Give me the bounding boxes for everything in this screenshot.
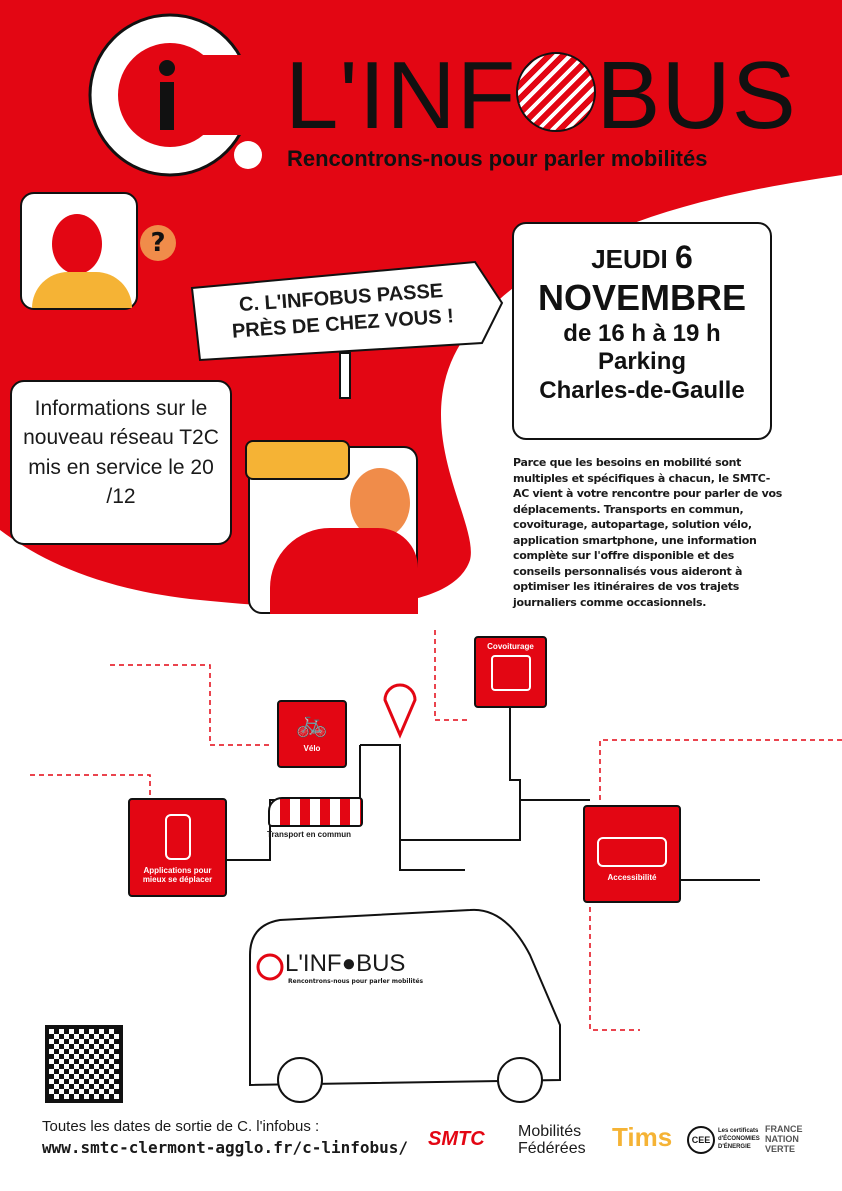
event-day: JEUDI [591,244,668,274]
covoiturage-label: Covoiturage [487,642,534,651]
event-place-2: Charles-de-Gaulle [539,377,745,405]
subtitle: Rencontrons-nous pour parler mobilités [287,146,708,171]
applications-label: Applications pour mieux se déplacer [142,866,213,884]
accessibilite-label: Accessibilité [607,873,657,882]
footer-text: Toutes les dates de sortie de C. l'infob… [42,1118,320,1135]
service-accessibilite: Accessibilité [583,805,681,903]
service-applications: Applications pour mieux se déplacer [128,798,227,897]
event-month: NOVEMBRE [537,277,747,319]
transport-label: Transport en commun [267,830,352,839]
service-velo: 🚲 Vélo [277,700,347,768]
mobilites-text: Mobilités [518,1123,582,1140]
sign-arrow [190,260,504,399]
qr-code[interactable] [45,1025,123,1103]
event-place-1: Parking [597,348,687,376]
france-nation-verte-logo: FRANCE NATION VERTE [765,1124,803,1154]
event-date-box: JEUDI 6 NOVEMBRE de 16 h à 19 h Parking … [512,222,772,440]
velo-label: Vélo [303,744,321,753]
tims-logo: Tims [612,1122,673,1152]
speech-bubble-o-icon [516,52,597,132]
footer-url[interactable]: www.smtc-clermont-agglo.fr/c-linfobus/ [42,1138,409,1157]
speech-bubble-icon [245,440,350,480]
smtc-logo: SMTC [428,1128,485,1150]
info-box: Informations sur le nouveau réseau T2C m… [10,380,232,545]
van-logo-subtitle: Rencontrons-nous pour parler mobilités [288,978,424,985]
service-covoiturage: Covoiturage [474,636,547,708]
van-logo-title: L'INF●BUS [285,950,406,977]
minibus-icon [597,837,667,867]
cee-text: Les certificats d'ÉCONOMIES D'ÉNERGIE [718,1128,760,1150]
smartphone-icon [164,814,191,860]
cee-logo: CEE [687,1126,715,1154]
question-icon: ? [140,225,176,261]
federees-text: Fédérées [518,1140,586,1157]
description-paragraph: Parce que les besoins en mobilité sont m… [513,456,782,609]
person-question-illustration [20,192,138,310]
event-hours: de 16 h à 19 h [563,319,721,347]
bicycle-icon: 🚲 [295,708,329,738]
tram-icon [268,797,363,827]
carpool-icon [490,655,531,691]
event-day-number: 6 [675,239,693,275]
van-illustration [249,908,561,1103]
